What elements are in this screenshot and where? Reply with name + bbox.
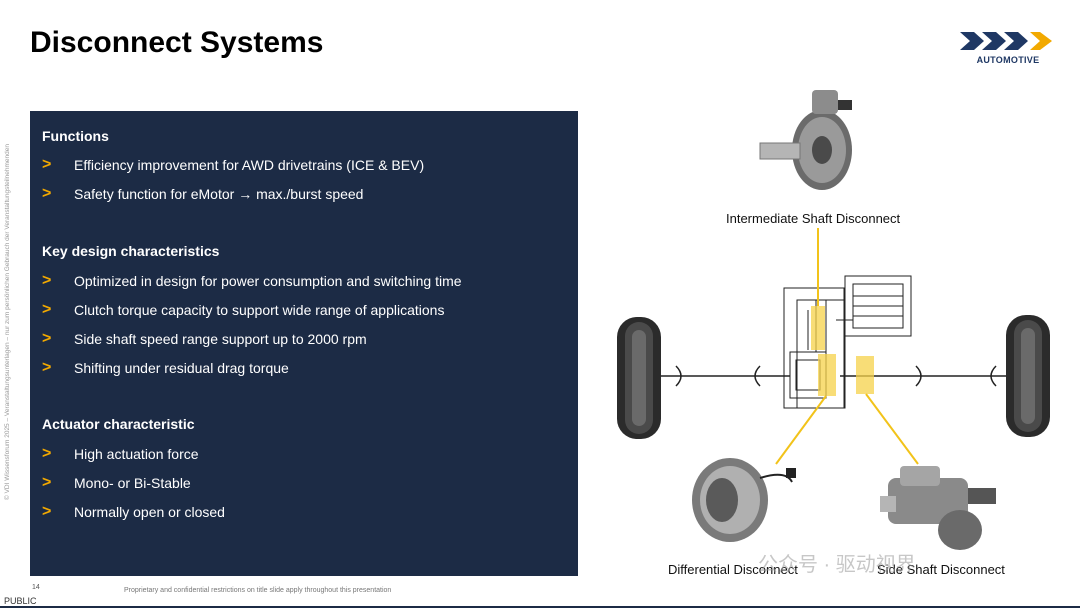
chevron-right-icon: > xyxy=(42,272,52,289)
gkn-logo-icon xyxy=(960,32,1052,50)
chevron-right-icon: > xyxy=(42,156,52,173)
bullet-text: Normally open or closed xyxy=(74,504,225,520)
bullet-text: Safety function for eMotor → max./burst … xyxy=(74,186,364,202)
leader-lines xyxy=(775,228,919,465)
section-heading-actuator: Actuator characteristic xyxy=(42,416,195,432)
chevron-right-icon: > xyxy=(42,185,52,202)
page-number: 14 xyxy=(32,584,40,591)
bullet-text: Efficiency improvement for AWD drivetrai… xyxy=(74,157,425,173)
chevron-right-icon: > xyxy=(42,330,52,347)
logo-subtitle: AUTOMOTIVE xyxy=(976,55,1040,65)
bullet-text: High actuation force xyxy=(74,446,199,462)
gearbox-schematic xyxy=(783,275,912,409)
bullet-text: Mono- or Bi-Stable xyxy=(74,475,191,491)
section-heading-key-design: Key design characteristics xyxy=(42,243,220,259)
caption-side-shaft-disconnect: Side Shaft Disconnect xyxy=(877,562,1005,577)
bullet-item: > Clutch torque capacity to support wide… xyxy=(42,301,444,319)
bullet-text: Optimized in design for power consumptio… xyxy=(74,273,462,289)
characteristics-panel: Functions > Efficiency improvement for A… xyxy=(30,111,578,576)
bullet-item: > Shifting under residual drag torque xyxy=(42,359,289,377)
footer-note: Proprietary and confidential restriction… xyxy=(124,587,392,594)
bullet-item: > Side shaft speed range support up to 2… xyxy=(42,330,367,348)
chevron-right-icon: > xyxy=(42,503,52,520)
side-shaft-disconnect-component-image xyxy=(880,466,996,550)
bullet-text: Side shaft speed range support up to 200… xyxy=(74,331,367,347)
bullet-text: Clutch torque capacity to support wide r… xyxy=(74,302,445,318)
bullet-item: > Safety function for eMotor → max./burs… xyxy=(42,185,363,203)
footer-divider xyxy=(0,606,1080,608)
section-heading-functions: Functions xyxy=(42,128,109,144)
chevron-right-icon: > xyxy=(42,445,52,462)
public-label: PUBLIC xyxy=(4,596,37,606)
bullet-item: > Mono- or Bi-Stable xyxy=(42,474,191,492)
intermediate-shaft-component-image xyxy=(759,90,852,190)
bullet-text: Shifting under residual drag torque xyxy=(74,360,289,376)
bullet-item: > Efficiency improvement for AWD drivetr… xyxy=(42,156,424,174)
bullet-item: > High actuation force xyxy=(42,445,199,463)
watermark: 公众号 · 驱动视界 xyxy=(758,554,916,576)
chevron-right-icon: > xyxy=(42,359,52,376)
bullet-item: > Optimized in design for power consumpt… xyxy=(42,272,462,290)
disconnect-highlights xyxy=(811,306,874,396)
left-wheel xyxy=(617,317,661,439)
chevron-right-icon: > xyxy=(42,474,52,491)
differential-disconnect-component-image xyxy=(692,458,796,542)
chevron-right-icon: > xyxy=(42,301,52,318)
caption-differential-disconnect: Differential Disconnect xyxy=(668,562,798,577)
bullet-item: > Normally open or closed xyxy=(42,503,225,521)
slide-title: Disconnect Systems xyxy=(30,26,324,59)
caption-intermediate-shaft: Intermediate Shaft Disconnect xyxy=(726,211,901,226)
right-wheel xyxy=(1006,315,1050,437)
